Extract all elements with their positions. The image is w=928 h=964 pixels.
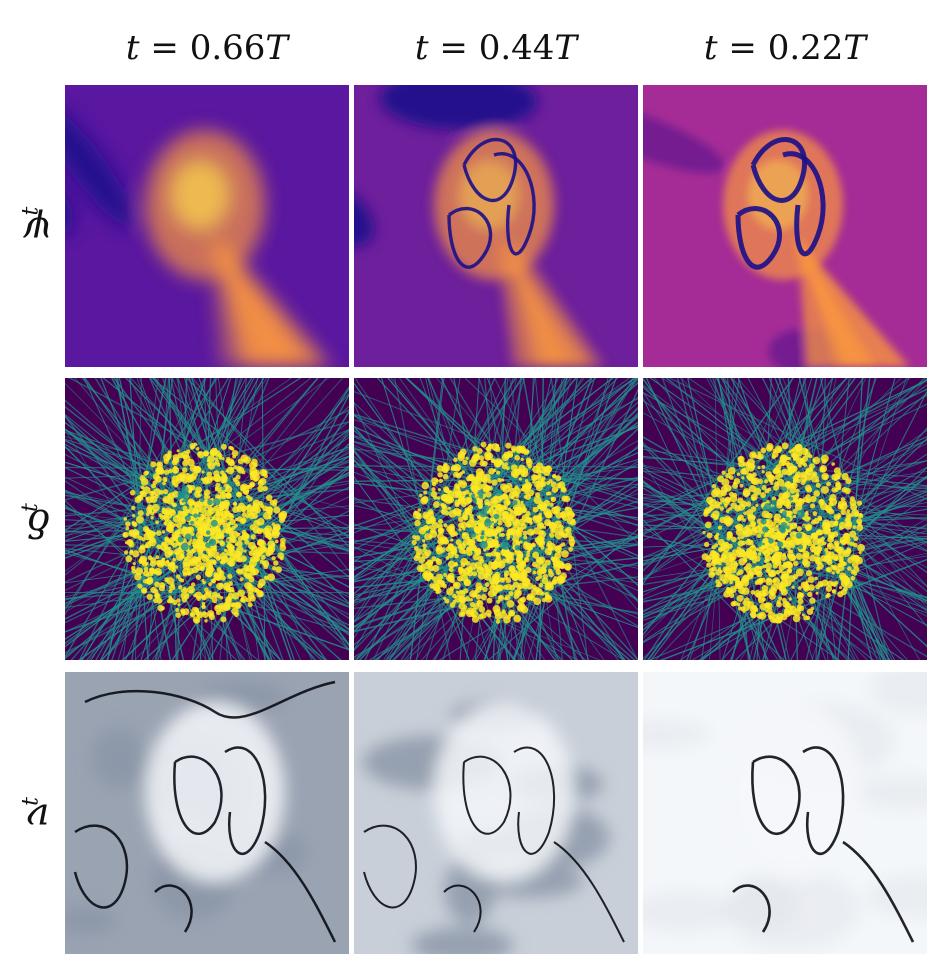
col1-val: 0.66: [189, 28, 266, 68]
panel-psi-t066: [65, 85, 349, 367]
row3-symbol: ν: [26, 795, 50, 840]
field-image: [643, 85, 927, 367]
column-title-3: t = 0.22T: [643, 28, 927, 68]
panel-delta-t044: [354, 378, 638, 660]
col3-unit: T: [843, 28, 867, 68]
col2-unit: T: [554, 28, 578, 68]
panel-nu-t044: [354, 672, 638, 954]
panel-psi-t044: [354, 85, 638, 367]
column-title-1: t = 0.66T: [65, 28, 349, 68]
col1-eq: =: [150, 28, 179, 68]
col2-var: t: [414, 28, 429, 68]
col3-eq: =: [728, 28, 757, 68]
field-image: [65, 85, 349, 367]
field-image: [643, 378, 927, 660]
column-title-2: t = 0.44T: [354, 28, 638, 68]
col2-eq: =: [439, 28, 468, 68]
col3-var: t: [703, 28, 718, 68]
row1-symbol: ψ: [23, 208, 53, 253]
col3-val: 0.22: [767, 28, 844, 68]
field-image: [643, 672, 927, 954]
panel-delta-t066: [65, 378, 349, 660]
panel-nu-t022: [643, 672, 927, 954]
field-image: [65, 378, 349, 660]
field-image: [65, 672, 349, 954]
row2-symbol: δ: [26, 501, 50, 546]
panel-psi-t022: [643, 85, 927, 367]
col1-var: t: [125, 28, 140, 68]
panel-nu-t066: [65, 672, 349, 954]
field-image: [354, 672, 638, 954]
field-image: [354, 85, 638, 367]
panel-delta-t022: [643, 378, 927, 660]
field-image: [354, 378, 638, 660]
col2-val: 0.44: [478, 28, 555, 68]
row-label-delta: δt: [18, 378, 58, 660]
row-label-nu: νt: [18, 672, 58, 954]
col1-unit: T: [265, 28, 289, 68]
row-label-psi: ψt: [18, 85, 58, 367]
